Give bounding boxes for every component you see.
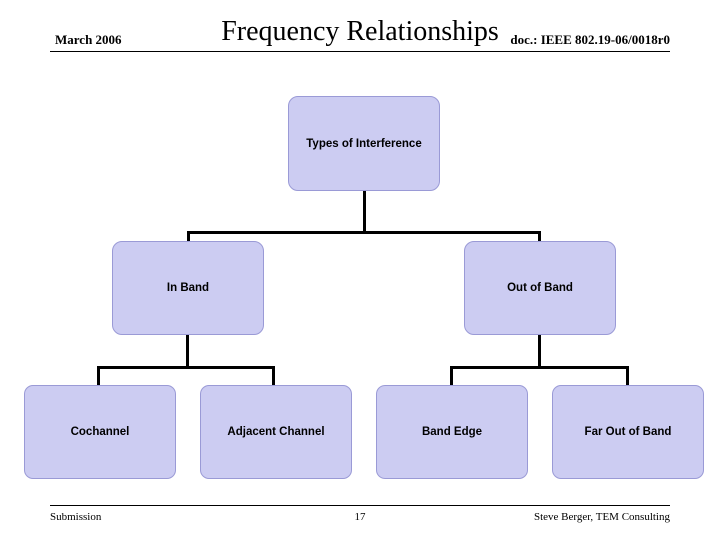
footer-divider	[50, 505, 670, 506]
header-divider	[50, 51, 670, 52]
node-label: Out of Band	[507, 282, 573, 294]
connector-level2-left-drop	[187, 231, 190, 242]
slide-date: March 2006	[55, 32, 122, 47]
node-label: Band Edge	[421, 426, 483, 438]
node-label: Types of Interference	[306, 137, 422, 150]
slide-title: Frequency Relationships	[221, 16, 499, 47]
footer-submission: Submission	[50, 511, 102, 523]
connector-cochannel-drop	[97, 366, 100, 386]
node-cochannel: Cochannel	[24, 385, 176, 479]
document-number: doc.: IEEE 802.19-06/0018r0	[510, 32, 670, 47]
node-label: Adjacent Channel	[227, 426, 325, 438]
connector-faroutofband-drop	[626, 366, 629, 386]
node-label: Cochannel	[70, 426, 130, 438]
connector-outofband-vertical	[538, 335, 541, 368]
node-label: Far Out of Band	[584, 426, 672, 438]
footer-author: Steve Berger, TEM Consulting	[533, 511, 670, 523]
connector-inband-horizontal	[97, 366, 275, 369]
node-label: In Band	[166, 282, 210, 294]
connector-adjacent-drop	[272, 366, 275, 386]
connector-root-vertical	[363, 191, 366, 233]
node-far-out-of-band: Far Out of Band	[552, 385, 704, 479]
connector-outofband-horizontal	[450, 366, 629, 369]
connector-inband-vertical	[186, 335, 189, 368]
connector-bandedge-drop	[450, 366, 453, 386]
node-in-band: In Band	[112, 241, 264, 335]
node-out-of-band: Out of Band	[464, 241, 616, 335]
node-band-edge: Band Edge	[376, 385, 528, 479]
node-adjacent-channel: Adjacent Channel	[200, 385, 352, 479]
page-number: 17	[354, 511, 366, 523]
connector-level2-horizontal	[187, 231, 541, 234]
connector-level2-right-drop	[538, 231, 541, 242]
node-types-of-interference: Types of Interference	[288, 96, 440, 191]
